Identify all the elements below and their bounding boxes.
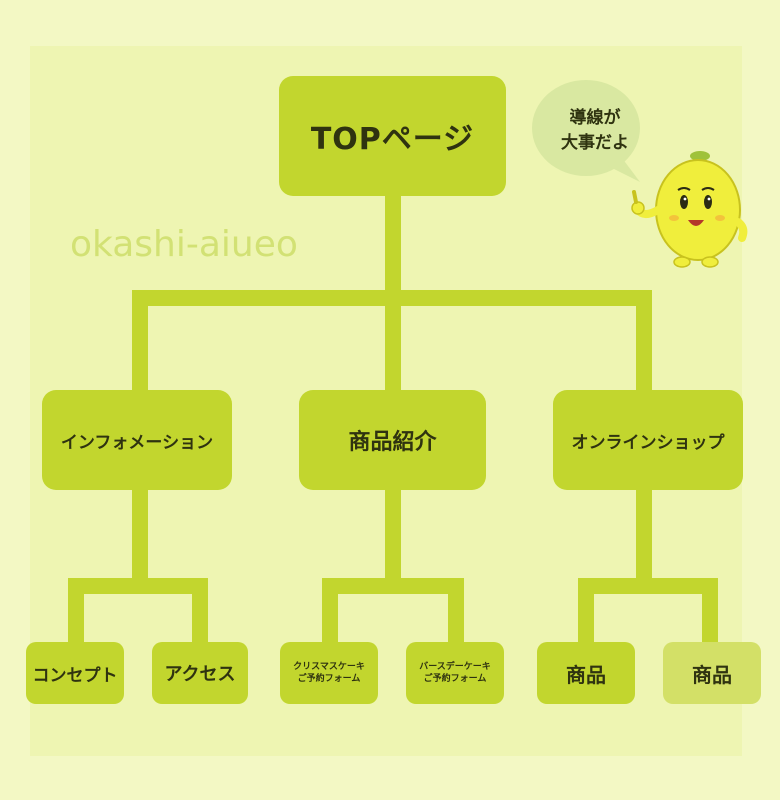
speech-bubble-icon — [532, 80, 640, 182]
node-shop-item-2[interactable]: 商品 — [663, 642, 761, 704]
node-top-page[interactable]: TOPページ — [279, 76, 506, 196]
watermark-text: okashi-aiueo — [70, 224, 298, 265]
bubble-line-1: 導線が — [569, 108, 621, 128]
bubble-line-2: 大事だよ — [561, 133, 629, 153]
node-products[interactable]: 商品紹介 — [299, 390, 486, 490]
lemon-mascot-icon — [631, 151, 748, 268]
node-shop-item-1[interactable]: 商品 — [537, 642, 635, 704]
node-online-shop[interactable]: オンラインショップ — [553, 390, 743, 490]
node-birthday-cake-form[interactable]: バースデーケーキ ご予約フォーム — [406, 642, 504, 704]
node-christmas-cake-form[interactable]: クリスマスケーキ ご予約フォーム — [280, 642, 378, 704]
node-concept[interactable]: コンセプト — [26, 642, 124, 704]
speech-bubble-text: 導線が 大事だよ — [549, 106, 641, 156]
node-access[interactable]: アクセス — [152, 642, 248, 704]
node-information[interactable]: インフォメーション — [42, 390, 232, 490]
